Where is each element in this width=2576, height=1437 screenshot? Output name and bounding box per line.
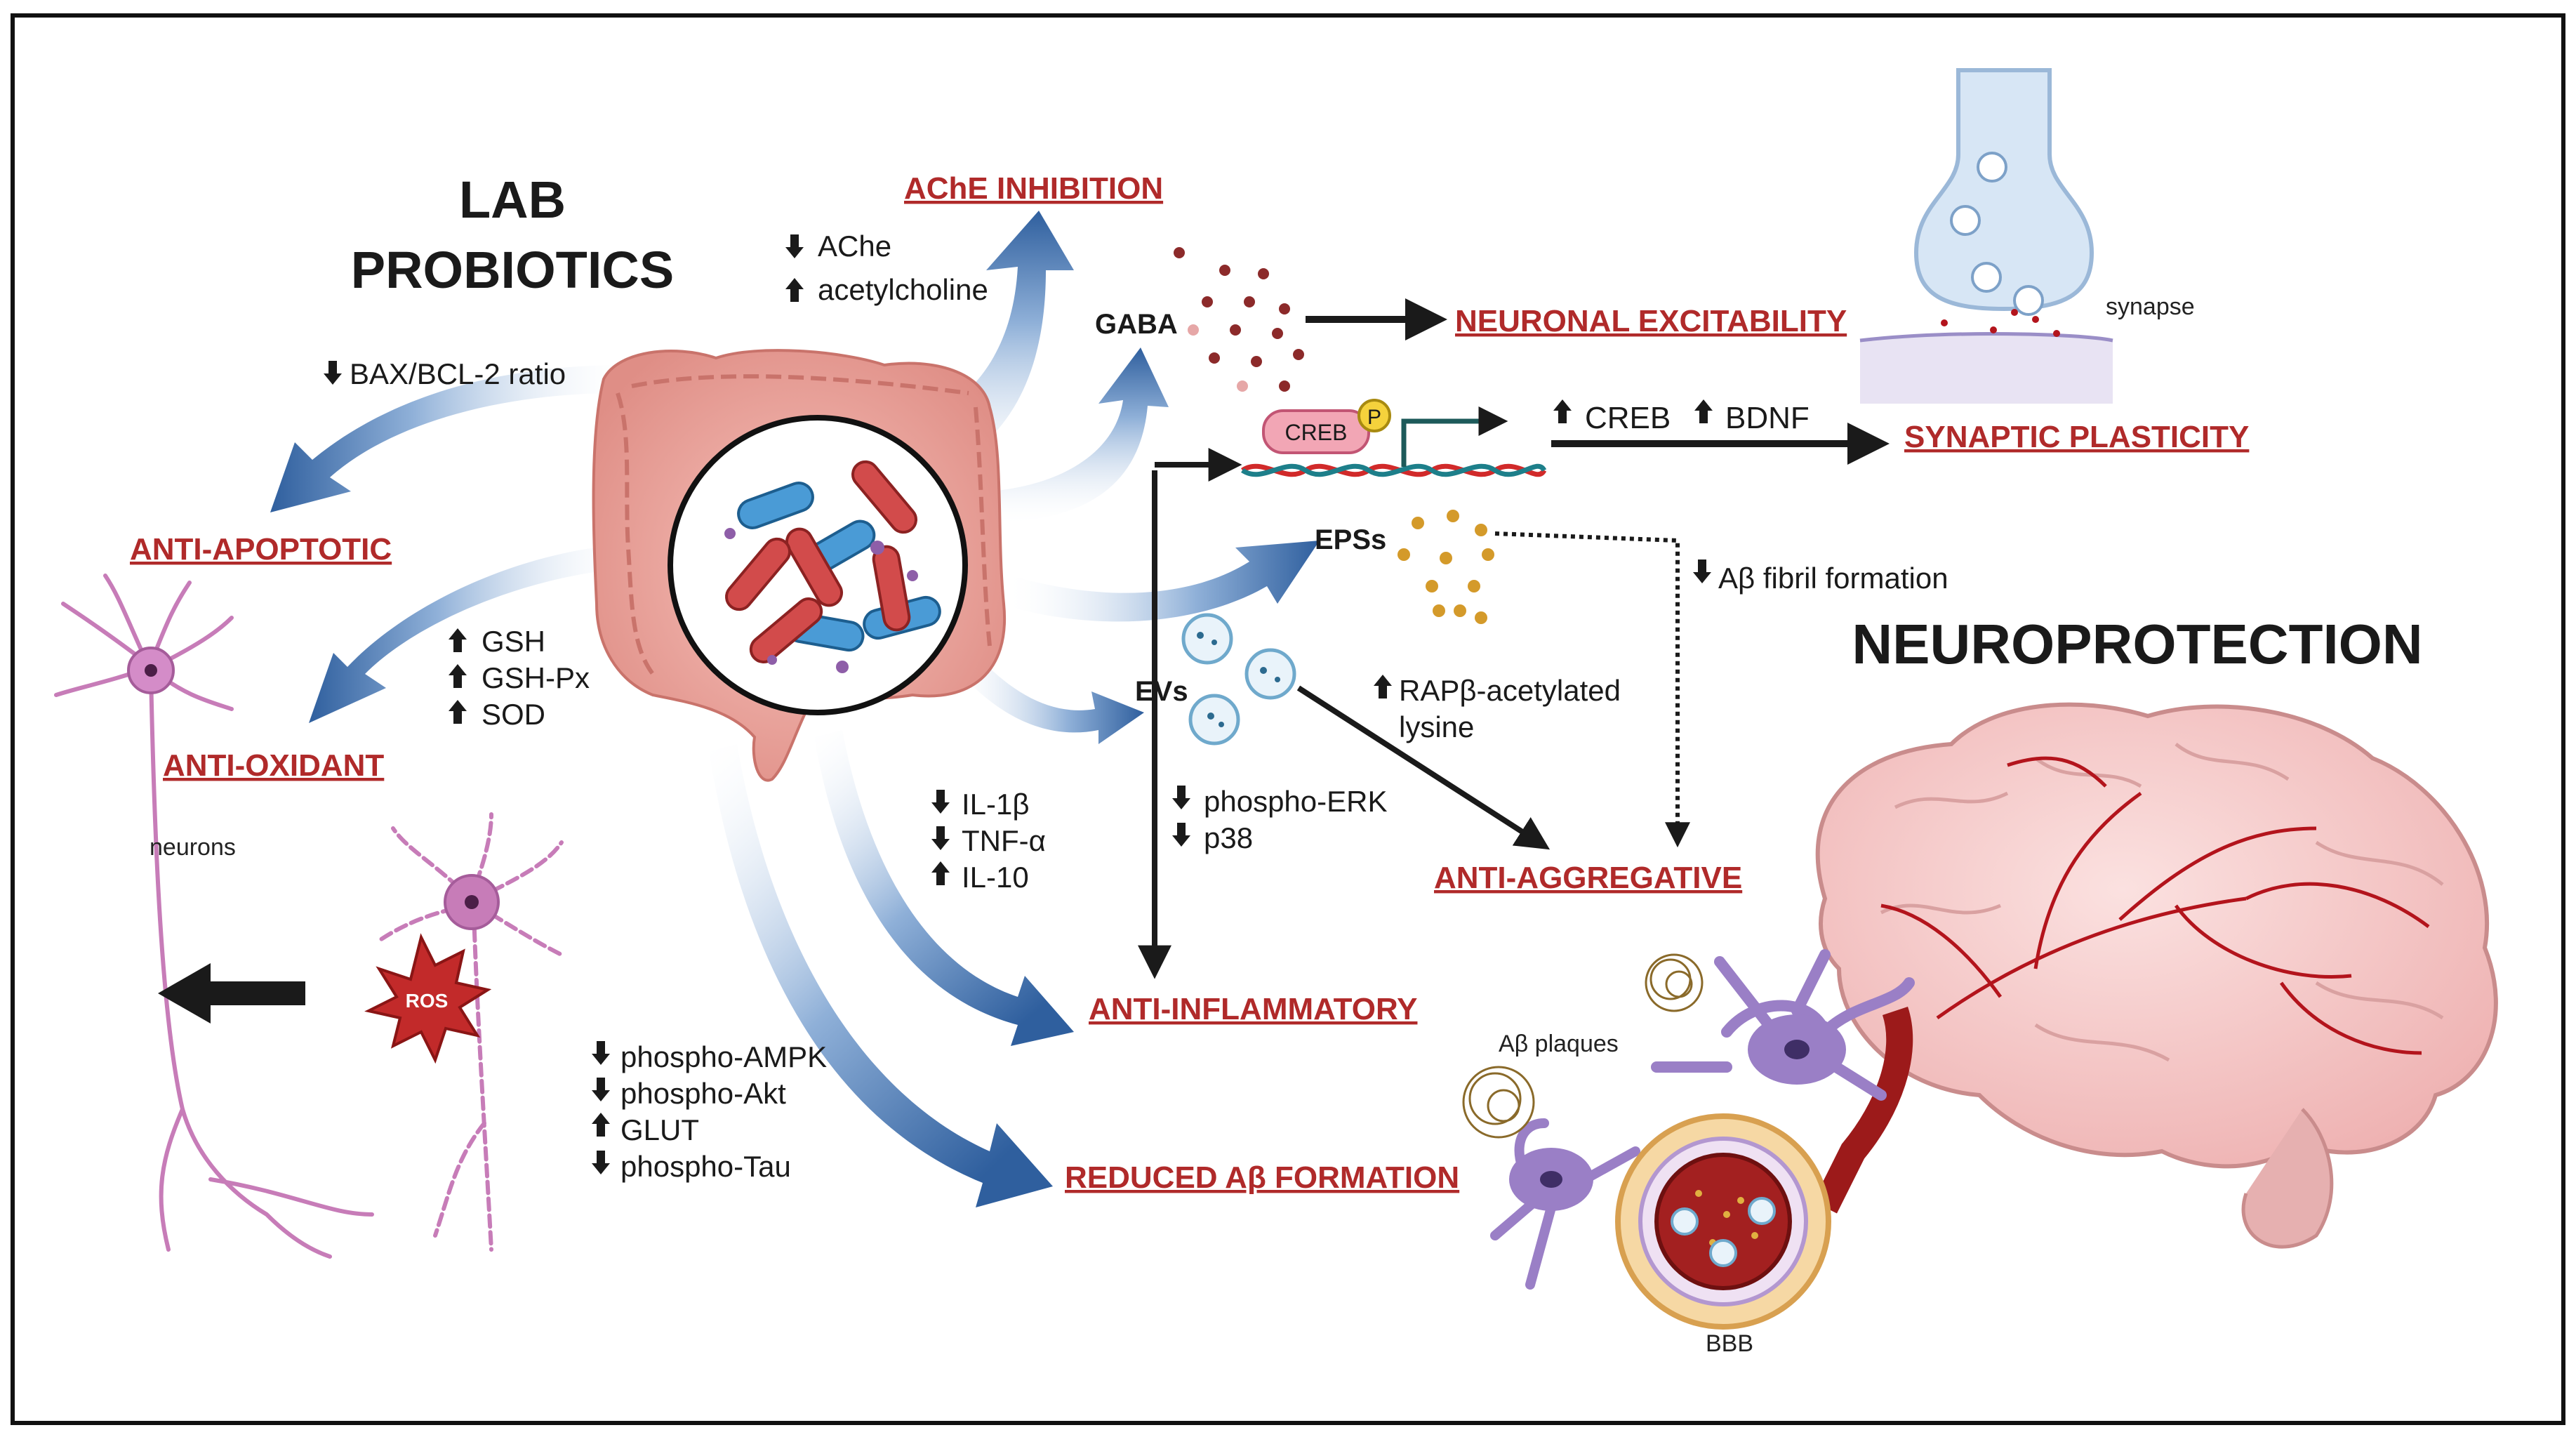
marker-ampk-text: phospho-AMPK: [620, 1040, 827, 1073]
marker-tnfa-text: TNF-α: [962, 824, 1046, 857]
outcome-ache-inhibition: AChE INHIBITION: [904, 171, 1163, 206]
outcome-reduced-abeta: REDUCED Aβ FORMATION: [1065, 1160, 1459, 1195]
marker-gsh-text: GSH: [482, 625, 545, 658]
creb-box-label: CREB: [1285, 420, 1348, 445]
outcome-neuronal-excitability: NEURONAL EXCITABILITY: [1455, 304, 1847, 338]
microglia-plaques: [1462, 949, 1915, 1330]
gut-illustration: [592, 349, 1007, 782]
marker-bax: BAX/BCL-2 ratio: [324, 357, 566, 390]
synapse-label: synapse: [2106, 293, 2195, 320]
outcome-anti-oxidant: ANTI-OXIDANT: [163, 748, 384, 783]
marker-glut-text: GLUT: [620, 1113, 699, 1146]
marker-ampk: phospho-AMPK phospho-Akt GLUT phospho-Ta…: [592, 1040, 827, 1183]
marker-rap-text: RAPβ-acetylated: [1399, 674, 1621, 707]
marker-sod-text: SOD: [482, 698, 545, 731]
epss-label: EPSs: [1315, 524, 1386, 555]
marker-tau-text: phospho-Tau: [620, 1150, 791, 1183]
marker-rap: RAPβ-acetylated lysine: [1374, 674, 1621, 743]
marker-gsh-px-text: GSH-Px: [482, 661, 590, 694]
marker-phospho-erk-text: phospho-ERK: [1204, 785, 1388, 818]
outcome-synaptic-plasticity: SYNAPTIC PLASTICITY: [1904, 420, 2249, 454]
synapse-illustration: [1859, 68, 2113, 404]
marker-bax-text: BAX/BCL-2 ratio: [350, 357, 566, 390]
title-line1: LAB: [459, 171, 566, 229]
marker-acetylcholine-text: acetylcholine: [818, 273, 988, 306]
arrow-epss-aggregative: [1494, 531, 1690, 848]
gaba-dots: [1174, 247, 1304, 392]
outcome-anti-aggregative: ANTI-AGGREGATIVE: [1434, 861, 1742, 895]
marker-creb-text: CREB: [1585, 401, 1671, 435]
neuron-healthy: [54, 574, 374, 1259]
marker-oxidant: GSH GSH-Px SOD: [449, 625, 590, 731]
marker-fibril: Aβ fibril formation: [1693, 559, 1948, 595]
marker-p38-text: p38: [1204, 821, 1253, 854]
evs-vesicles: [1181, 613, 1296, 746]
outcome-anti-apoptotic: ANTI-APOPTOTIC: [130, 532, 392, 567]
marker-fibril-text: Aβ fibril formation: [1718, 562, 1948, 595]
marker-akt-text: phospho-Akt: [620, 1077, 786, 1110]
outcome-anti-inflammatory: ANTI-INFLAMMATORY: [1089, 992, 1417, 1026]
marker-inflam: IL-1β TNF-α IL-10: [931, 788, 1046, 894]
brain-illustration: [1813, 702, 2498, 1249]
marker-ache: AChe acetylcholine: [785, 230, 988, 306]
bbb-label: BBB: [1706, 1330, 1753, 1357]
ros-label: ROS: [406, 990, 449, 1012]
plaques-label: Aβ plaques: [1499, 1031, 1619, 1057]
creb-box: [1262, 409, 1370, 454]
neurons-label: neurons: [150, 834, 236, 861]
arrow-neuron-left: [158, 963, 305, 1024]
arrow-evs-aggregative: [1296, 685, 1551, 850]
neuron-damaged: [377, 812, 564, 1252]
marker-creb: CREB BDNF: [1553, 399, 1810, 435]
neuroprotection-heading: NEUROPROTECTION: [1852, 613, 2422, 675]
marker-bdnf-text: BDNF: [1725, 401, 1810, 435]
marker-il1b-text: IL-1β: [962, 788, 1030, 821]
marker-ache-text: AChe: [818, 230, 891, 263]
phospho-badge-label: P: [1367, 406, 1381, 429]
marker-il10-text: IL-10: [962, 861, 1029, 894]
bacteria-cluster: [724, 460, 941, 673]
creb-dna: [1241, 399, 1547, 477]
title-line2: PROBIOTICS: [351, 241, 674, 299]
gaba-label: GABA: [1095, 309, 1178, 340]
marker-rap-line2: lysine: [1399, 710, 1474, 743]
marker-erk: phospho-ERK p38: [1172, 785, 1388, 854]
phospho-badge: [1357, 399, 1391, 432]
epss-dots: [1397, 510, 1494, 624]
evs-label: EVs: [1135, 676, 1188, 707]
ros-burst: [364, 933, 492, 1064]
